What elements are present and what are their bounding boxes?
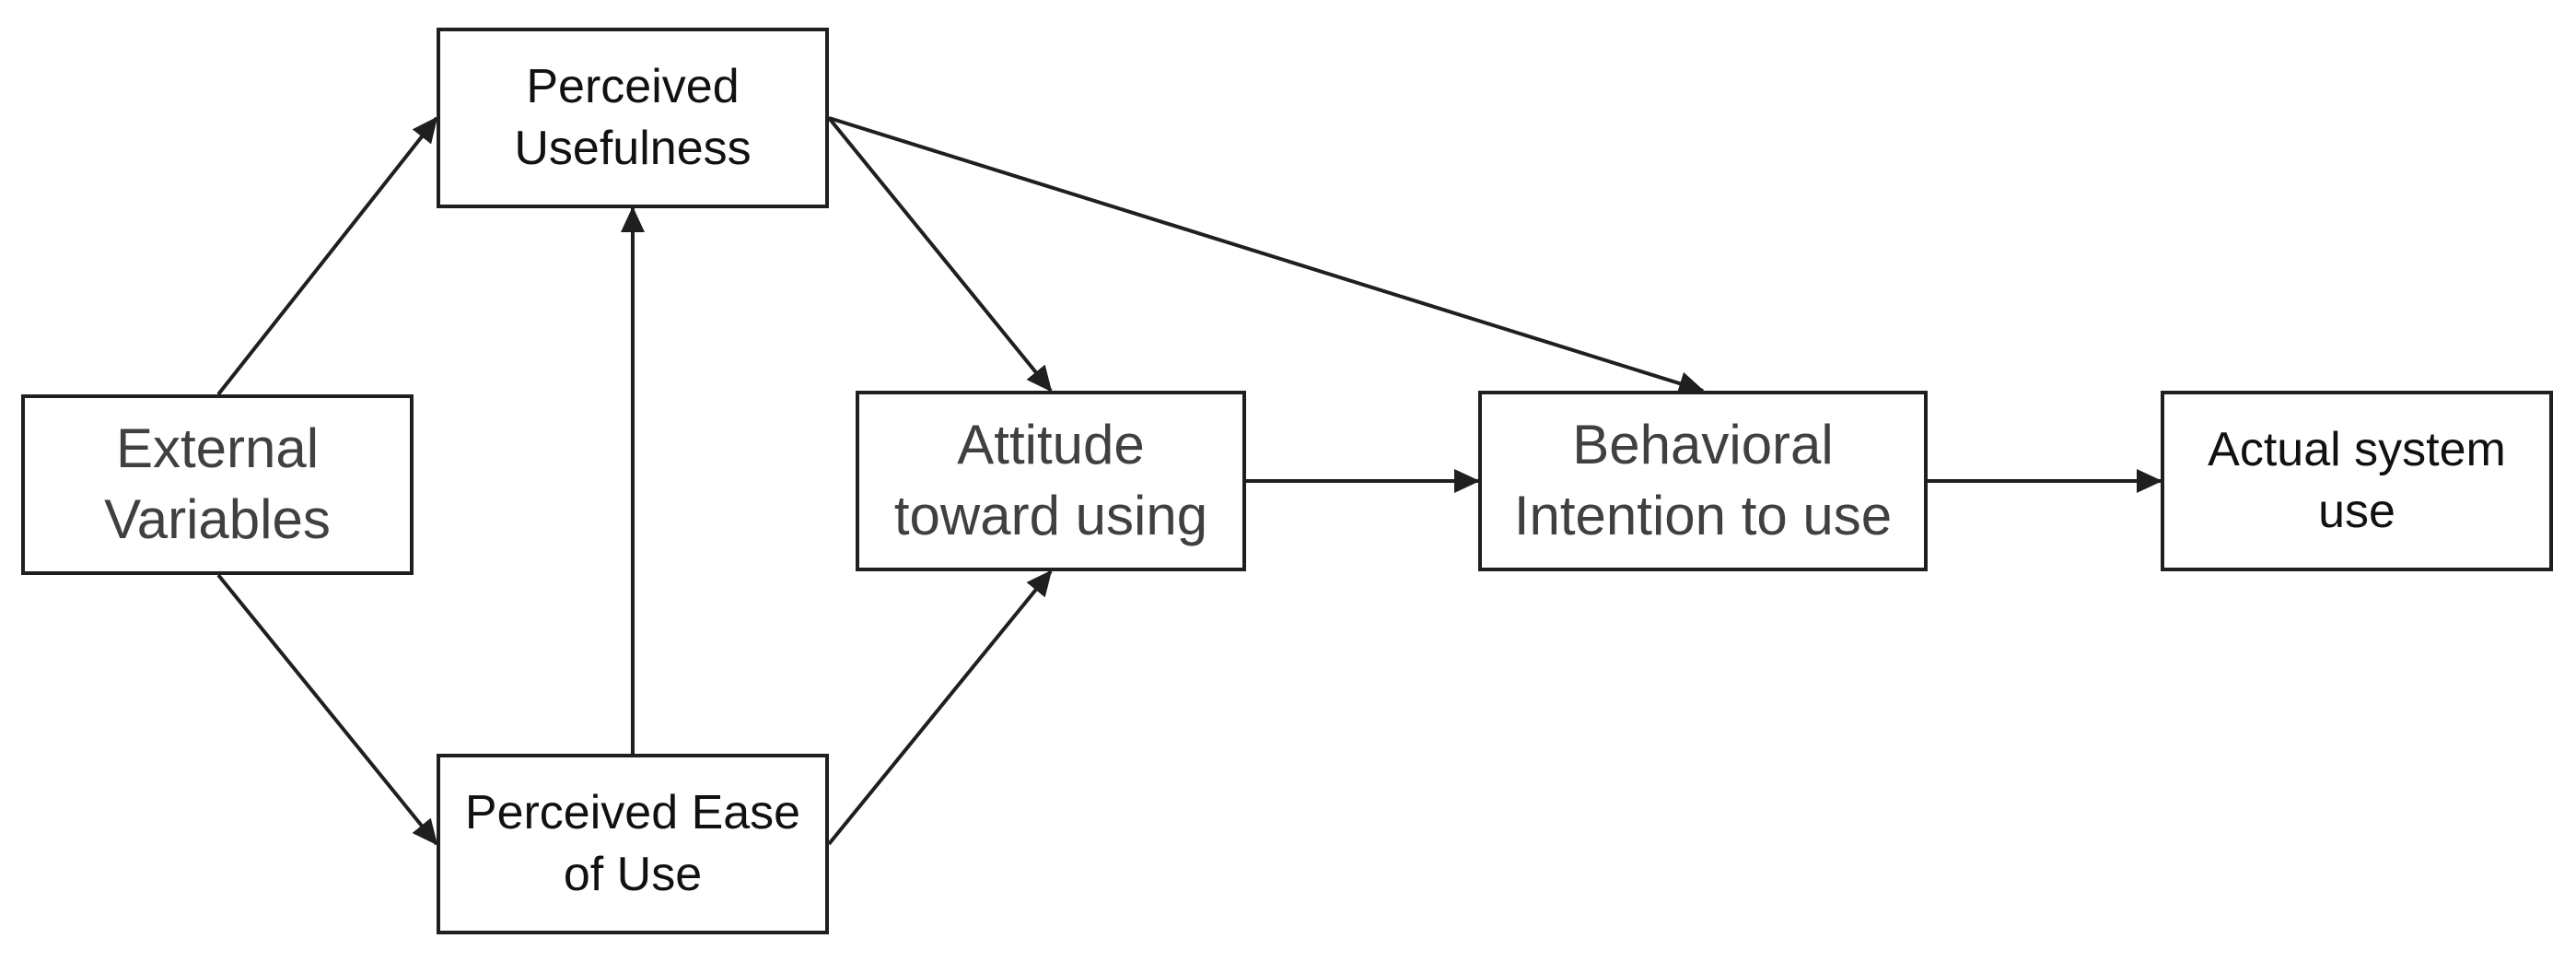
node-label-line: Variables xyxy=(104,488,331,550)
node-label-line: use xyxy=(2318,485,2395,538)
node-label-line: Usefulness xyxy=(514,122,752,175)
node-label-line: Attitude xyxy=(957,414,1145,476)
edge-ease-to-attitude xyxy=(827,569,1053,846)
behavioral-intention-box: Behavioral Intention to use xyxy=(1478,391,1928,571)
node-label-line: Actual system xyxy=(2208,423,2506,477)
external-variables-box: External Variables xyxy=(21,394,414,575)
node-label-line: Intention to use xyxy=(1513,485,1893,546)
edge-usefulness-to-attitude xyxy=(827,116,1053,393)
node-label-line: Perceived Ease xyxy=(464,786,801,840)
attitude-toward-using-box: Attitude toward using xyxy=(856,391,1246,571)
perceived-ease-of-use-box: Perceived Ease of Use xyxy=(437,754,829,934)
node-label-line: Behavioral xyxy=(1572,414,1834,476)
edge-usefulness-to-intention xyxy=(828,116,1705,395)
node-label-line: External xyxy=(115,417,320,480)
node-label-line: of Use xyxy=(563,848,703,901)
perceived-usefulness-box: Perceived Usefulness xyxy=(437,28,829,208)
node-label-line: toward using xyxy=(893,485,1208,546)
actual-system-use-box: Actual system use xyxy=(2161,391,2553,571)
edge-external-to-usefulness xyxy=(216,116,438,396)
node-label-line: Perceived xyxy=(526,60,740,114)
edge-external-to-ease xyxy=(216,573,438,846)
